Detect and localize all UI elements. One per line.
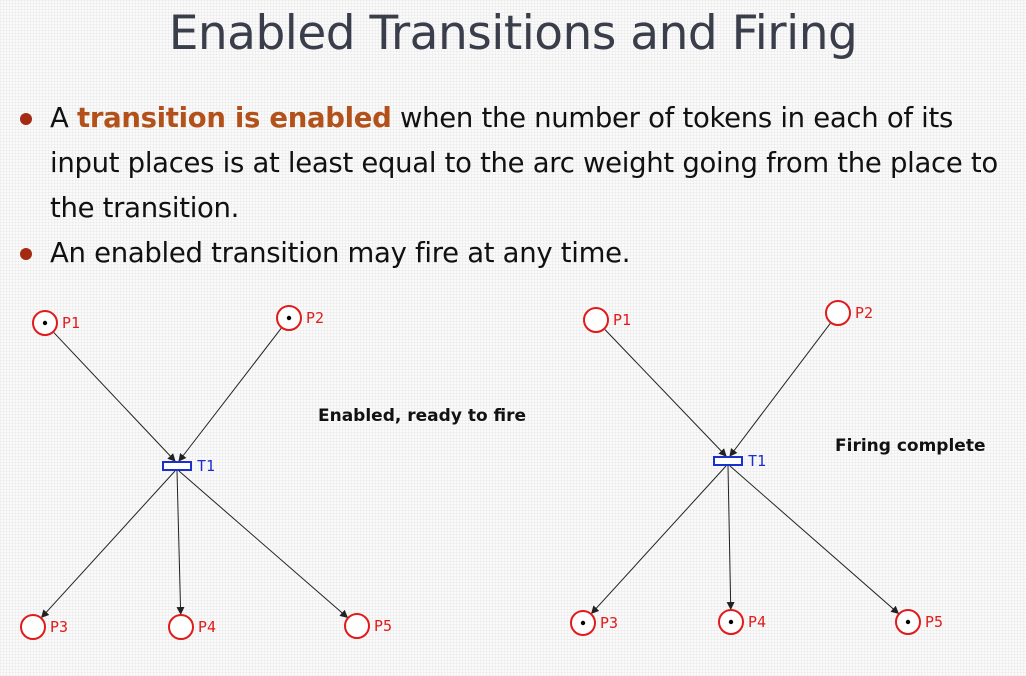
place-label-p1: P1 [62, 314, 80, 332]
token-p3 [580, 620, 586, 626]
arc-p5 [178, 470, 349, 619]
place-label-p3: P3 [50, 618, 68, 636]
place-label-p2: P2 [855, 304, 873, 322]
place-label-p5: P5 [374, 617, 392, 635]
place-p2 [825, 300, 851, 326]
transition-label: T1 [748, 452, 766, 470]
place-label-p4: P4 [198, 618, 216, 636]
place-p4 [168, 614, 194, 640]
arc-p4 [176, 470, 185, 616]
bullet-highlight: transition is enabled [76, 102, 392, 134]
place-label-p2: P2 [306, 309, 324, 327]
token-p1 [42, 320, 48, 326]
arc-p3 [590, 465, 727, 615]
status-label: Firing complete [835, 436, 986, 456]
place-label-p3: P3 [600, 614, 618, 632]
status-label: Enabled, ready to fire [318, 406, 526, 426]
bullet-text: when the number of tokens in each of its… [50, 102, 998, 224]
token-p2 [286, 315, 292, 321]
slide-title: Enabled Transitions and Firing [168, 6, 858, 61]
place-label-p5: P5 [925, 613, 943, 631]
bullet-dot-icon [20, 113, 32, 125]
place-label-p1: P1 [613, 311, 631, 329]
transition-label: T1 [197, 457, 215, 475]
bullet-item: A transition is enabled when the number … [16, 96, 1021, 231]
place-p5 [344, 613, 370, 639]
place-label-p4: P4 [748, 613, 766, 631]
arc-p3 [40, 470, 176, 619]
arc-p1 [53, 332, 176, 462]
arc-p2 [729, 323, 831, 457]
arc-p1 [604, 329, 727, 457]
arc-p2 [178, 328, 282, 462]
bullet-list: A transition is enabled when the number … [16, 96, 1021, 276]
bullet-text: A [50, 102, 77, 134]
bullet-text: An enabled transition may fire at any ti… [50, 237, 631, 269]
transition-t1 [162, 461, 192, 471]
token-p5 [905, 619, 911, 625]
place-p3 [20, 614, 46, 640]
token-p4 [728, 619, 734, 625]
bullet-dot-icon [20, 248, 32, 260]
arc-p5 [729, 465, 900, 614]
arc-p4 [726, 465, 735, 611]
place-p1 [583, 307, 609, 333]
transition-t1 [713, 456, 743, 466]
bullet-item: An enabled transition may fire at any ti… [16, 231, 1021, 276]
